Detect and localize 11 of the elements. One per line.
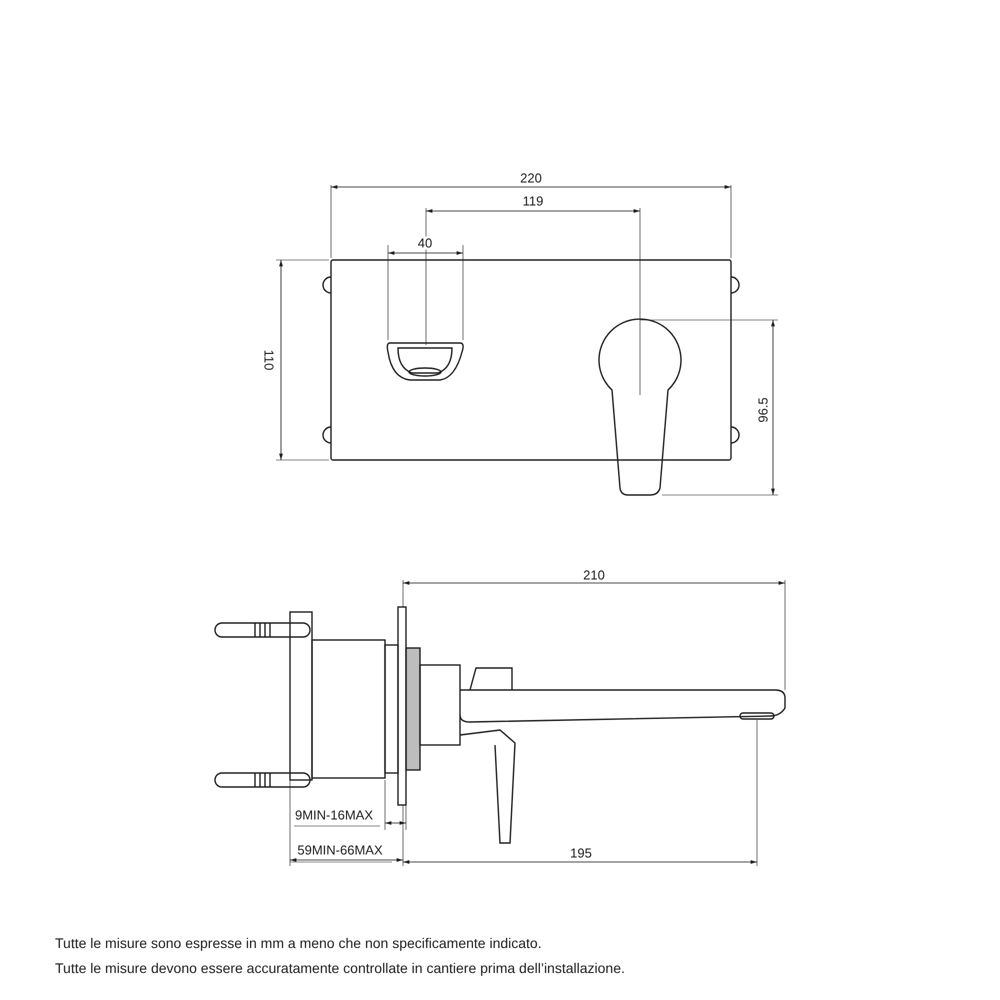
note-text: Tutte le misure sono espresse in mm a meno che non specificamente indicato. [55,936,542,950]
dimension-value: 9MIN-16MAX [294,808,374,822]
dimension-value: 220 [520,172,542,184]
dimension-value: 96.5 [756,397,770,423]
dimension-value: 40 [418,236,432,250]
dimension-value: 195 [570,846,592,860]
note-text: Tutte le misure devono essere accuratamente controllate in cantiere prima dell’installazione. [55,961,625,975]
dimension-value: 210 [583,568,605,582]
dimension-value: 119 [522,194,544,208]
dimension-value: 110 [262,350,276,370]
dimension-value: 59MIN-66MAX [297,844,383,856]
